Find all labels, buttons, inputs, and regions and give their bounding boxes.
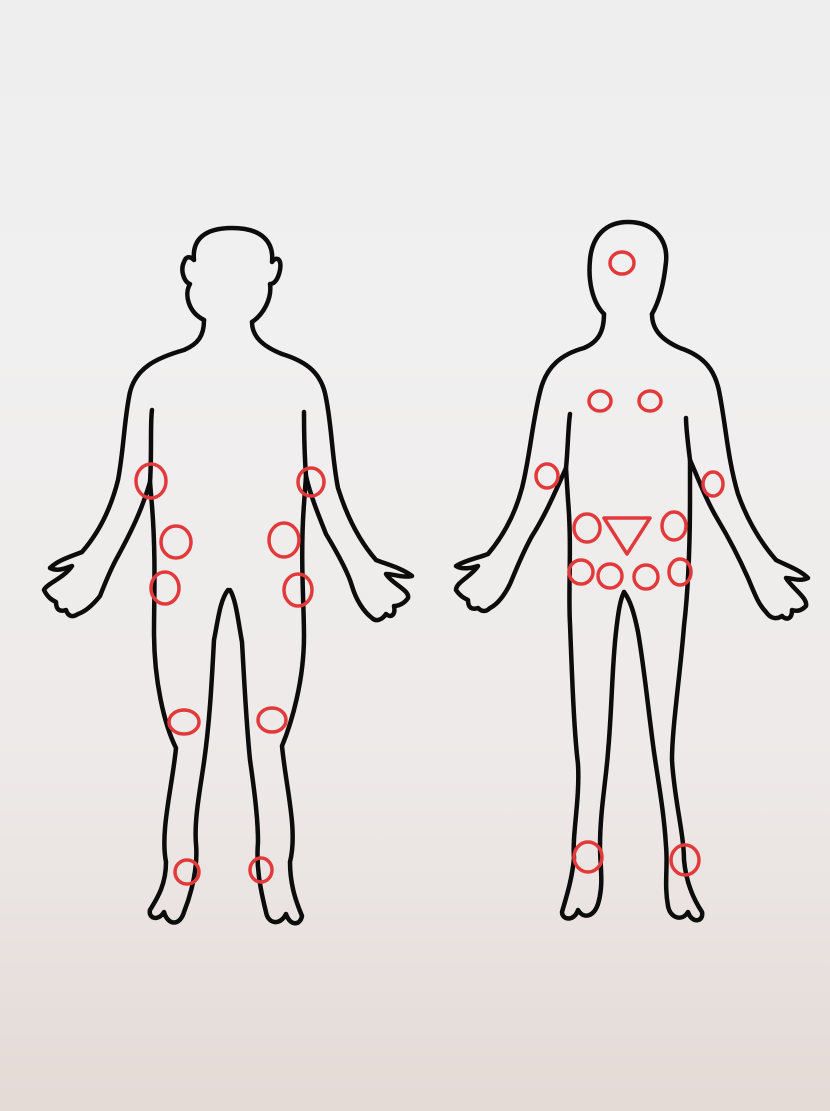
back-left-side-outline (456, 314, 624, 919)
back-marker-left-elbow (536, 464, 558, 488)
back-right-inner-arm (686, 418, 690, 460)
front-left-inner-arm (150, 410, 152, 482)
back-marker-sacrum-triangle (604, 518, 650, 554)
back-left-inner-arm (566, 414, 570, 468)
back-marker-right-elbow (703, 472, 723, 496)
back-marker-head (610, 252, 634, 274)
front-marker-left-wrist (161, 526, 191, 558)
back-marker-right-hip-inner (634, 565, 658, 589)
back-view-markers (536, 252, 723, 875)
front-right-inner-arm (304, 412, 306, 476)
back-marker-left-lower-back (574, 514, 600, 542)
front-view-figure (44, 228, 412, 923)
front-left-side-outline (44, 320, 228, 923)
front-head-outline (182, 228, 280, 322)
back-marker-right-shoulder-blade (639, 391, 661, 411)
back-marker-left-hip-outer (569, 560, 593, 584)
back-marker-right-lower-back (662, 512, 686, 540)
back-right-side-outline (624, 314, 808, 920)
front-right-side-outline (230, 322, 412, 923)
front-marker-right-hip (284, 574, 312, 606)
back-head-outline (590, 222, 667, 314)
front-marker-right-knee (258, 708, 286, 732)
back-marker-left-heel (574, 842, 602, 872)
front-marker-left-knee (169, 710, 199, 734)
front-marker-right-wrist (269, 523, 299, 557)
back-view-figure (456, 222, 808, 920)
back-marker-left-shoulder-blade (589, 391, 611, 411)
back-marker-left-hip-inner (598, 564, 622, 588)
